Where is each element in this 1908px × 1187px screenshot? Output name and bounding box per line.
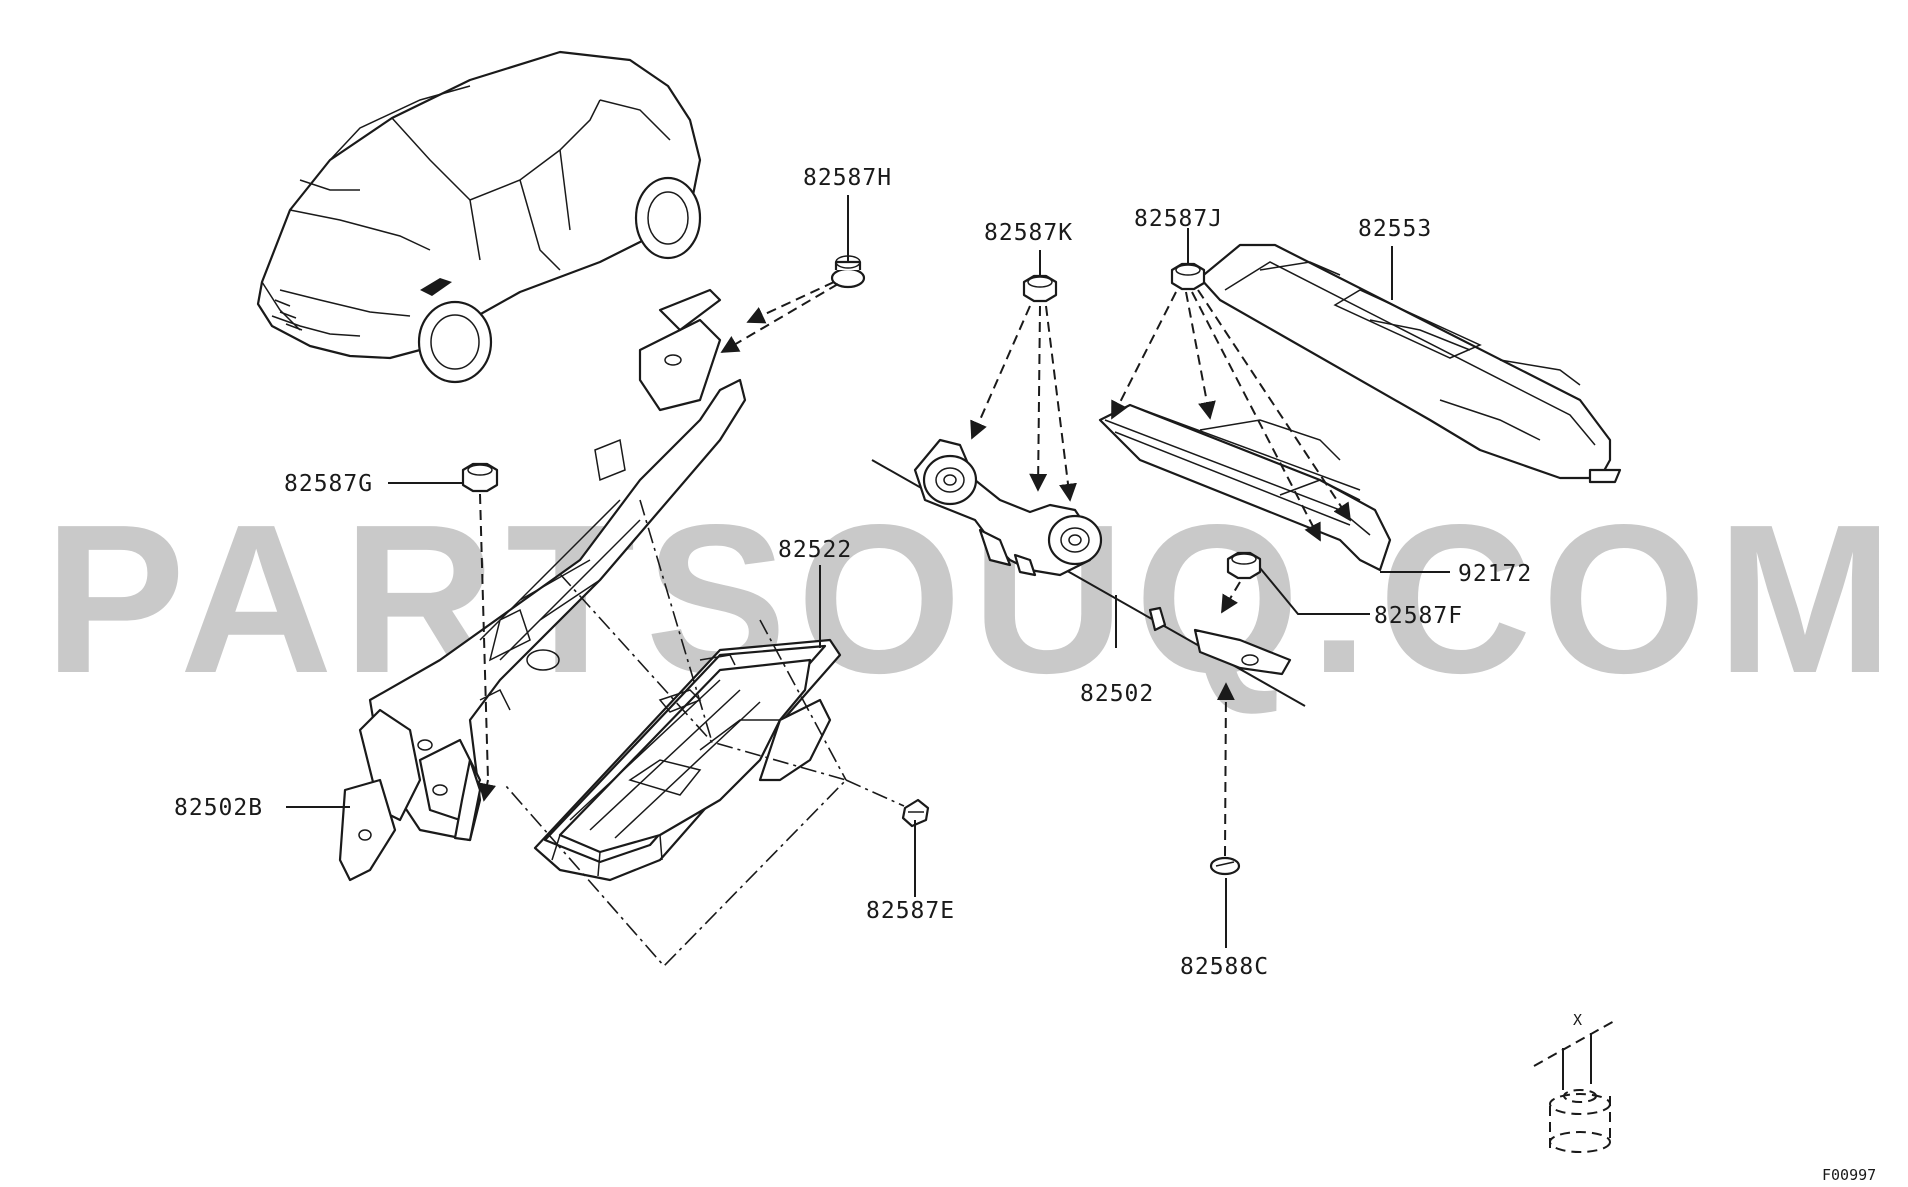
label-82502B[interactable]: 82502B <box>174 795 263 821</box>
nut-82587G-drawing <box>461 462 499 493</box>
assembly-arrows <box>478 281 1351 857</box>
label-82587G[interactable]: 82587G <box>284 471 373 497</box>
legend-x-label: X <box>1573 1011 1582 1029</box>
clip-82587E-drawing <box>901 798 930 828</box>
cover-82553-drawing <box>1198 243 1622 484</box>
label-82502[interactable]: 82502 <box>1080 681 1154 707</box>
part-labels: 82587H 82587G 82522 82502B 82587E 82587K… <box>174 165 1532 980</box>
alignment-lines <box>505 499 905 968</box>
leader-lines <box>286 195 1450 948</box>
label-82587H[interactable]: 82587H <box>803 165 892 191</box>
screw-82587J-drawing <box>1170 262 1206 291</box>
label-82587E[interactable]: 82587E <box>866 898 955 924</box>
bracket-82502B-drawing <box>338 288 747 882</box>
label-82587F[interactable]: 82587F <box>1374 603 1463 629</box>
label-92172[interactable]: 92172 <box>1458 561 1532 587</box>
watermark-text: PARTSOUQ.COM <box>44 480 1903 717</box>
plate-82502-drawing <box>871 438 1306 707</box>
label-82588C[interactable]: 82588C <box>1180 954 1269 980</box>
screw-82587F-drawing <box>1226 551 1262 580</box>
label-82587K[interactable]: 82587K <box>984 220 1073 246</box>
vehicle-illustration <box>256 50 702 384</box>
label-82522[interactable]: 82522 <box>778 537 852 563</box>
screw-82587K-drawing <box>1022 274 1058 303</box>
legend-symbol: X <box>1533 1011 1617 1153</box>
figure-code: F00997 <box>1822 1166 1876 1184</box>
nut-82587H-drawing <box>830 255 866 289</box>
plug-82588C-drawing <box>1209 856 1241 876</box>
label-82553[interactable]: 82553 <box>1358 216 1432 242</box>
label-82587J[interactable]: 82587J <box>1134 206 1223 232</box>
